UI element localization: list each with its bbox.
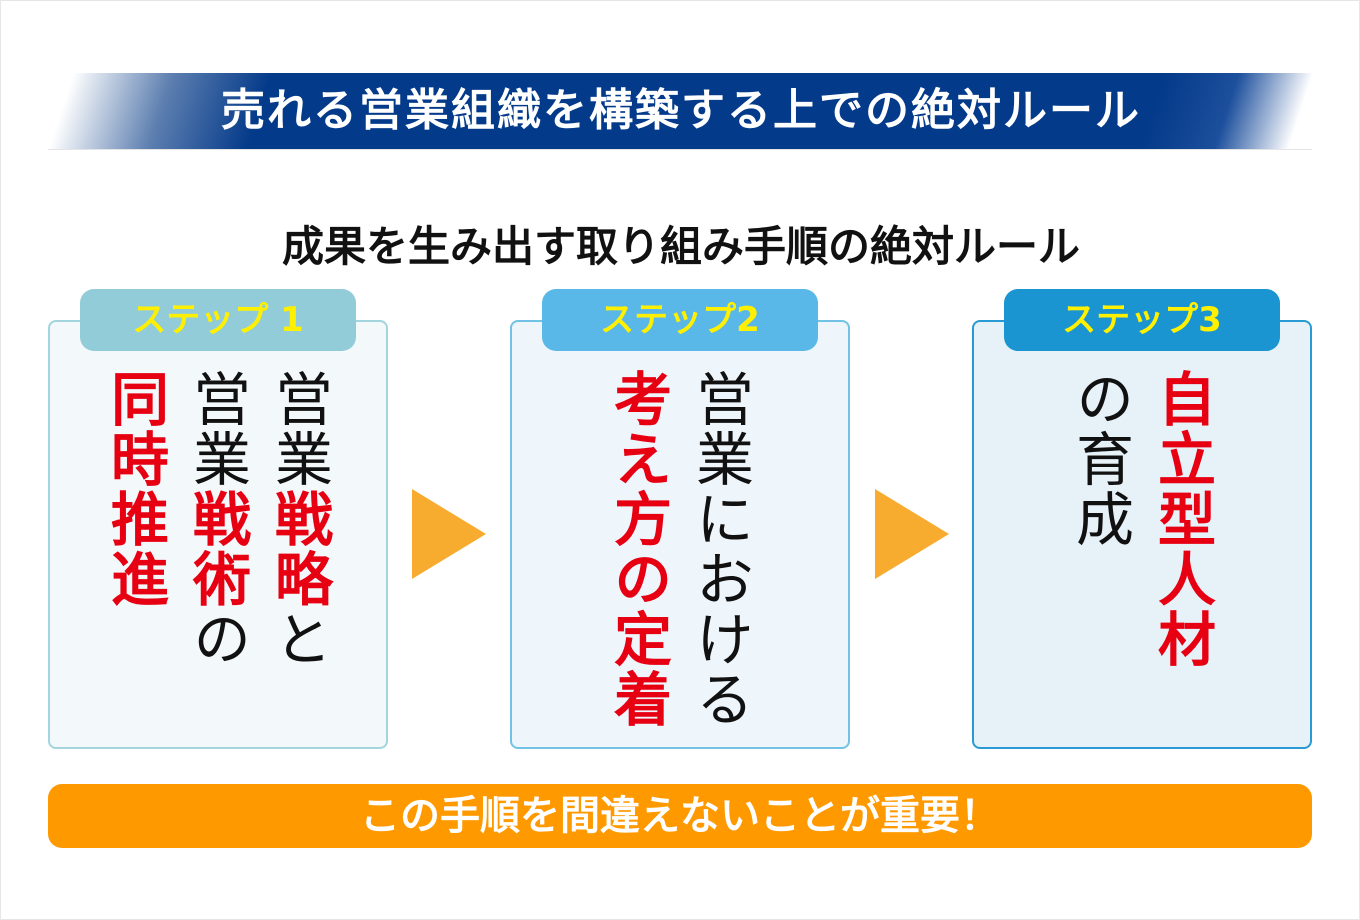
step-1-col-1: 営業戦略と — [265, 369, 333, 669]
step-3-tab: ステップ3 — [1004, 289, 1280, 351]
step-1-box — [48, 320, 388, 749]
highlight-text: 同時推進 — [101, 369, 169, 609]
body-text: の育成 — [1066, 369, 1134, 549]
step-1-col-2: 営業戦術の — [183, 369, 251, 669]
highlight-text: 戦術 — [183, 489, 251, 609]
body-text: の — [183, 609, 251, 669]
body-text: 営業 — [265, 369, 333, 489]
step-2-tab: ステップ2 — [542, 289, 818, 351]
header-title: 売れる営業組織を構築する上での絶対ルール — [221, 85, 1141, 136]
step-3-col-2: の育成 — [1066, 369, 1134, 549]
step-3-box — [972, 320, 1312, 749]
highlight-text: 考え方の定着 — [604, 369, 672, 729]
subtitle: 成果を生み出す取り組み手順の絶対ルール — [281, 222, 1080, 271]
step-1-col-3: 同時推進 — [101, 369, 169, 609]
step-3-col-1: 自立型人材 — [1148, 369, 1216, 669]
highlight-text: 戦略 — [265, 489, 333, 609]
body-text: 営業 — [183, 369, 251, 489]
step-2-col-1: 営業における — [686, 369, 754, 729]
step-2-box — [510, 320, 850, 749]
body-text: 営業における — [686, 369, 754, 729]
arrow-right-icon — [875, 489, 949, 579]
step-1-tab: ステップ 1 — [80, 289, 356, 351]
step-2-col-2: 考え方の定着 — [604, 369, 672, 729]
footer-banner: この手順を間違えないことが重要！ — [48, 784, 1312, 848]
body-text: と — [265, 609, 333, 669]
highlight-text: 自立型人材 — [1148, 369, 1216, 669]
header-divider — [48, 149, 1312, 150]
arrow-right-icon — [412, 489, 486, 579]
